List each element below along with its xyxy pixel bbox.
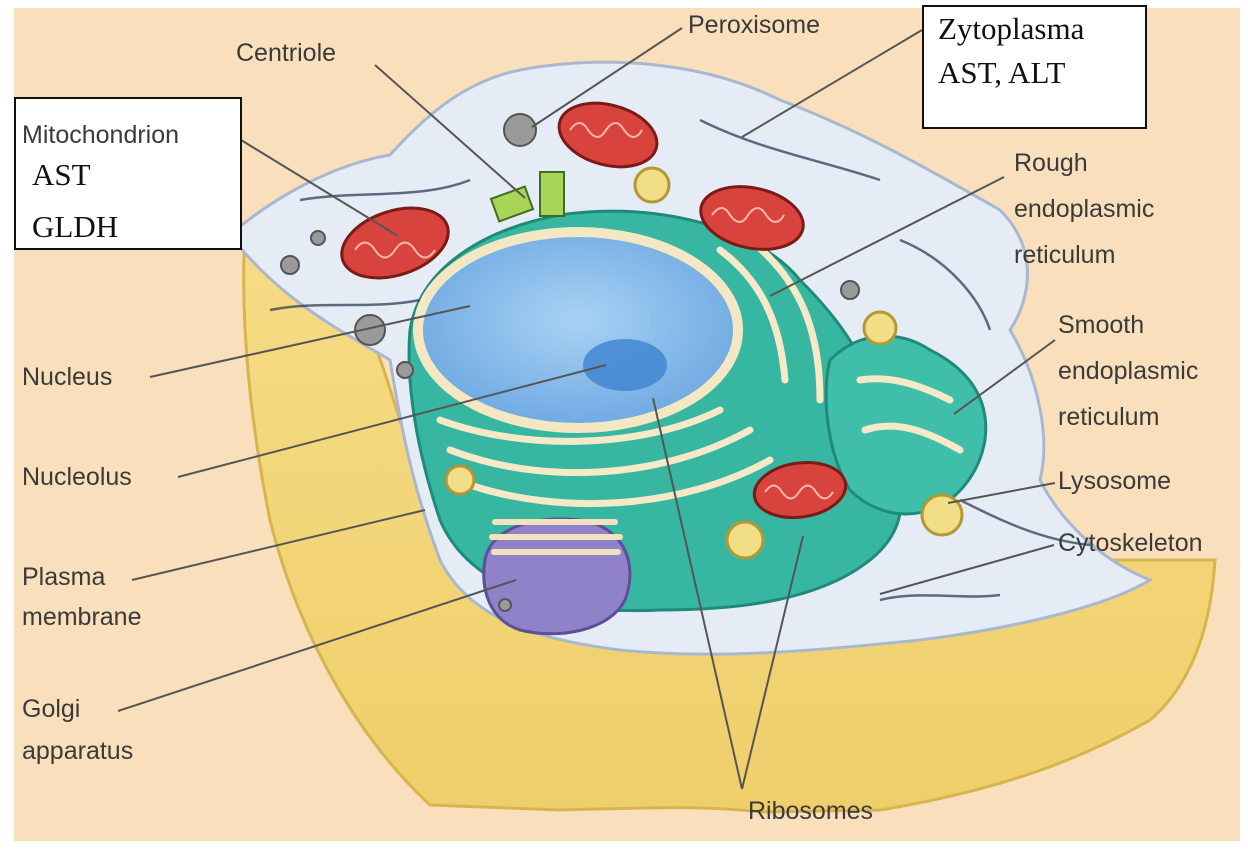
enzyme-ast-mito: AST: [32, 158, 91, 192]
enzyme-gldh: GLDH: [32, 210, 118, 244]
nucleolus: [583, 339, 667, 391]
label-centriole: Centriole: [236, 38, 336, 69]
nucleus: [418, 232, 738, 428]
label-nucleus: Nucleus: [22, 362, 112, 393]
label-plasma-membrane-1: Plasma: [22, 562, 105, 593]
label-smooth-er-2: endoplasmic: [1058, 356, 1198, 387]
label-ribosomes: Ribosomes: [748, 796, 873, 827]
label-rough-er-2: endoplasmic: [1014, 194, 1154, 225]
label-cytoskeleton: Cytoskeleton: [1058, 528, 1203, 559]
label-lysosome: Lysosome: [1058, 466, 1171, 497]
label-mitochondrion: Mitochondrion: [22, 120, 179, 151]
label-plasma-membrane-2: membrane: [22, 602, 142, 633]
label-peroxisome: Peroxisome: [688, 10, 820, 41]
label-golgi-1: Golgi: [22, 694, 80, 725]
label-rough-er-3: reticulum: [1014, 240, 1115, 271]
label-rough-er-1: Rough: [1014, 148, 1088, 179]
label-zytoplasma: Zytoplasma: [938, 12, 1084, 46]
label-nucleolus: Nucleolus: [22, 462, 132, 493]
enzyme-ast-alt: AST, ALT: [938, 56, 1065, 90]
label-smooth-er-3: reticulum: [1058, 402, 1159, 433]
label-golgi-2: apparatus: [22, 736, 133, 767]
label-smooth-er-1: Smooth: [1058, 310, 1144, 341]
